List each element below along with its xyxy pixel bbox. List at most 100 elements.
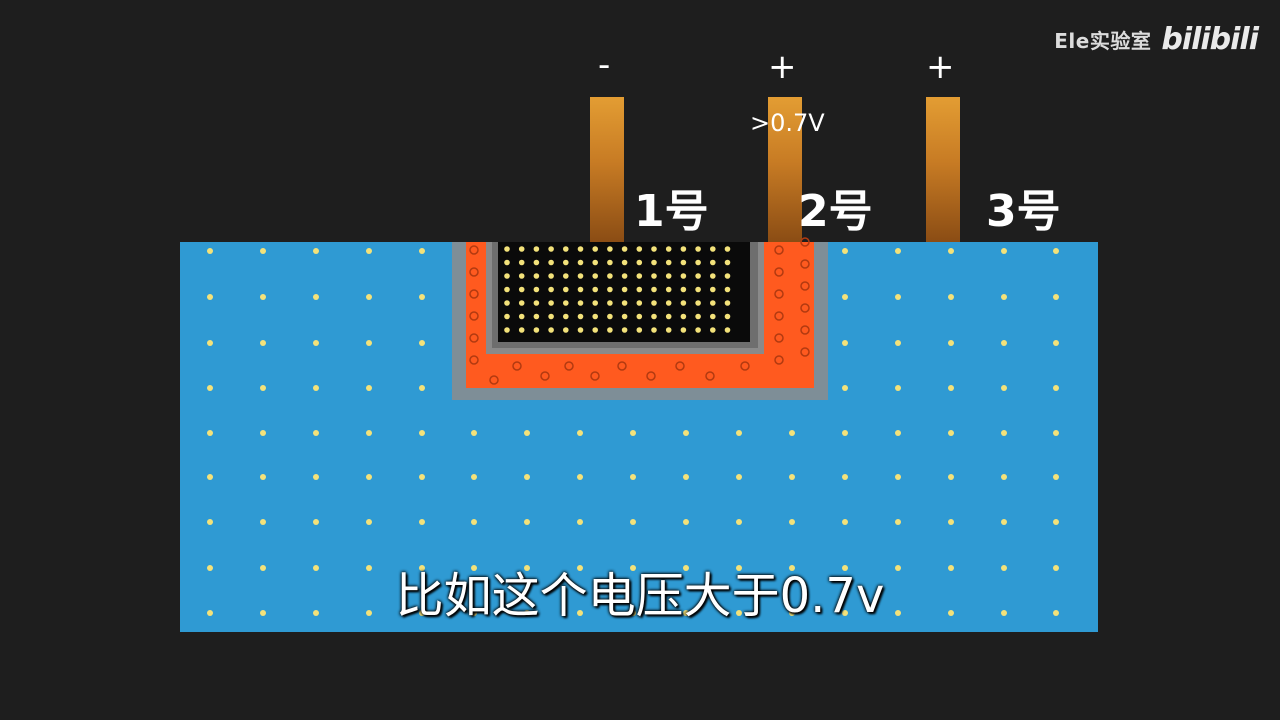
electron-dot: [948, 610, 954, 616]
voltage-label: >0.7V: [750, 109, 825, 137]
electron-dot: [419, 248, 425, 254]
electron-dot: [504, 273, 510, 279]
electron-dot: [695, 313, 701, 320]
electron-dot: [724, 313, 731, 320]
electron-dot: [665, 259, 672, 266]
electron-dot: [548, 300, 554, 306]
electron-dot: [636, 286, 643, 293]
electron-dot: [842, 519, 848, 525]
electron-dot: [895, 385, 901, 391]
electron-dot: [592, 286, 598, 293]
electron-dot: [504, 300, 510, 306]
electron-dot: [1001, 565, 1007, 571]
electron-dot: [563, 246, 569, 252]
electron-dot: [419, 385, 425, 391]
electron-dot: [695, 286, 701, 293]
electron-dot: [607, 273, 613, 279]
electron-dot: [895, 519, 901, 525]
electron-dot: [592, 273, 598, 279]
hole-dot: [590, 371, 600, 381]
electron-dot: [518, 273, 525, 279]
electron-dot: [651, 273, 657, 279]
channel-name: Ele实验室: [1054, 29, 1152, 53]
electron-dot: [630, 519, 636, 525]
subtitle: 比如这个电压大于0.7v: [395, 568, 885, 624]
electron-dot: [548, 246, 554, 252]
electron-dot: [313, 610, 319, 616]
electron-dot: [577, 519, 583, 525]
electron-dot: [683, 430, 689, 436]
electron-dot: [563, 259, 569, 266]
electron-dot: [471, 519, 477, 525]
electron-dot: [207, 610, 213, 616]
electron-dot: [313, 519, 319, 525]
terminal-2-label: 2号: [798, 186, 873, 237]
electron-dot: [419, 294, 425, 300]
electron-dot: [651, 327, 657, 333]
electron-dot: [207, 430, 213, 436]
p-well-holes: [469, 237, 810, 385]
electron-dot: [366, 430, 372, 436]
electron-dot: [842, 385, 848, 391]
electron-dot: [607, 327, 613, 333]
electron-dot: [665, 286, 672, 293]
electron-dot: [789, 519, 795, 525]
electron-dot: [1001, 610, 1007, 616]
electron-dot: [260, 340, 266, 346]
electron-dot: [533, 300, 540, 306]
electron-dot: [548, 273, 554, 279]
hole-dot: [646, 371, 656, 381]
electron-dot: [366, 248, 372, 254]
electron-dot: [607, 300, 613, 306]
electron-dot: [366, 294, 372, 300]
electron-dot: [680, 327, 687, 333]
electron-dot: [592, 327, 598, 333]
electron-dot: [948, 385, 954, 391]
electron-dot: [651, 286, 657, 293]
electron-dot: [636, 259, 643, 266]
hole-dot: [469, 245, 479, 255]
electron-dot: [724, 300, 731, 306]
electron-dot: [260, 294, 266, 300]
electron-dot: [419, 474, 425, 480]
electron-dot: [471, 565, 477, 571]
electron-dot: [651, 246, 657, 252]
electron-dot: [948, 565, 954, 571]
electron-dot: [548, 313, 554, 320]
hole-dot: [489, 375, 499, 385]
electron-dot: [607, 246, 613, 252]
electron-dot: [695, 259, 701, 266]
electron-dot: [842, 340, 848, 346]
electron-dot: [695, 273, 701, 279]
hole-dot: [800, 347, 810, 357]
electron-dot: [1001, 474, 1007, 480]
electron-dot: [683, 474, 689, 480]
electron-dot: [842, 248, 848, 254]
hole-dot: [740, 361, 750, 371]
hole-dot: [774, 245, 784, 255]
electron-dot: [366, 519, 372, 525]
electron-dot: [313, 565, 319, 571]
terminal-1-sign: -: [598, 45, 611, 85]
electron-dot: [260, 474, 266, 480]
electron-dot: [789, 565, 795, 571]
electrode-1: [590, 97, 624, 243]
hole-dot: [469, 289, 479, 299]
electron-dot: [736, 610, 742, 616]
electron-dot: [1001, 430, 1007, 436]
hole-dot: [800, 281, 810, 291]
electron-dot: [948, 340, 954, 346]
electron-dot: [207, 385, 213, 391]
electron-dot: [683, 519, 689, 525]
electron-dot: [563, 286, 569, 293]
hole-dot: [774, 355, 784, 365]
hole-dot: [540, 371, 550, 381]
electron-dot: [621, 300, 628, 306]
electron-dot: [313, 294, 319, 300]
electron-dot: [695, 300, 701, 306]
electron-dot: [1001, 519, 1007, 525]
hole-dot: [800, 303, 810, 313]
electron-dot: [665, 300, 672, 306]
